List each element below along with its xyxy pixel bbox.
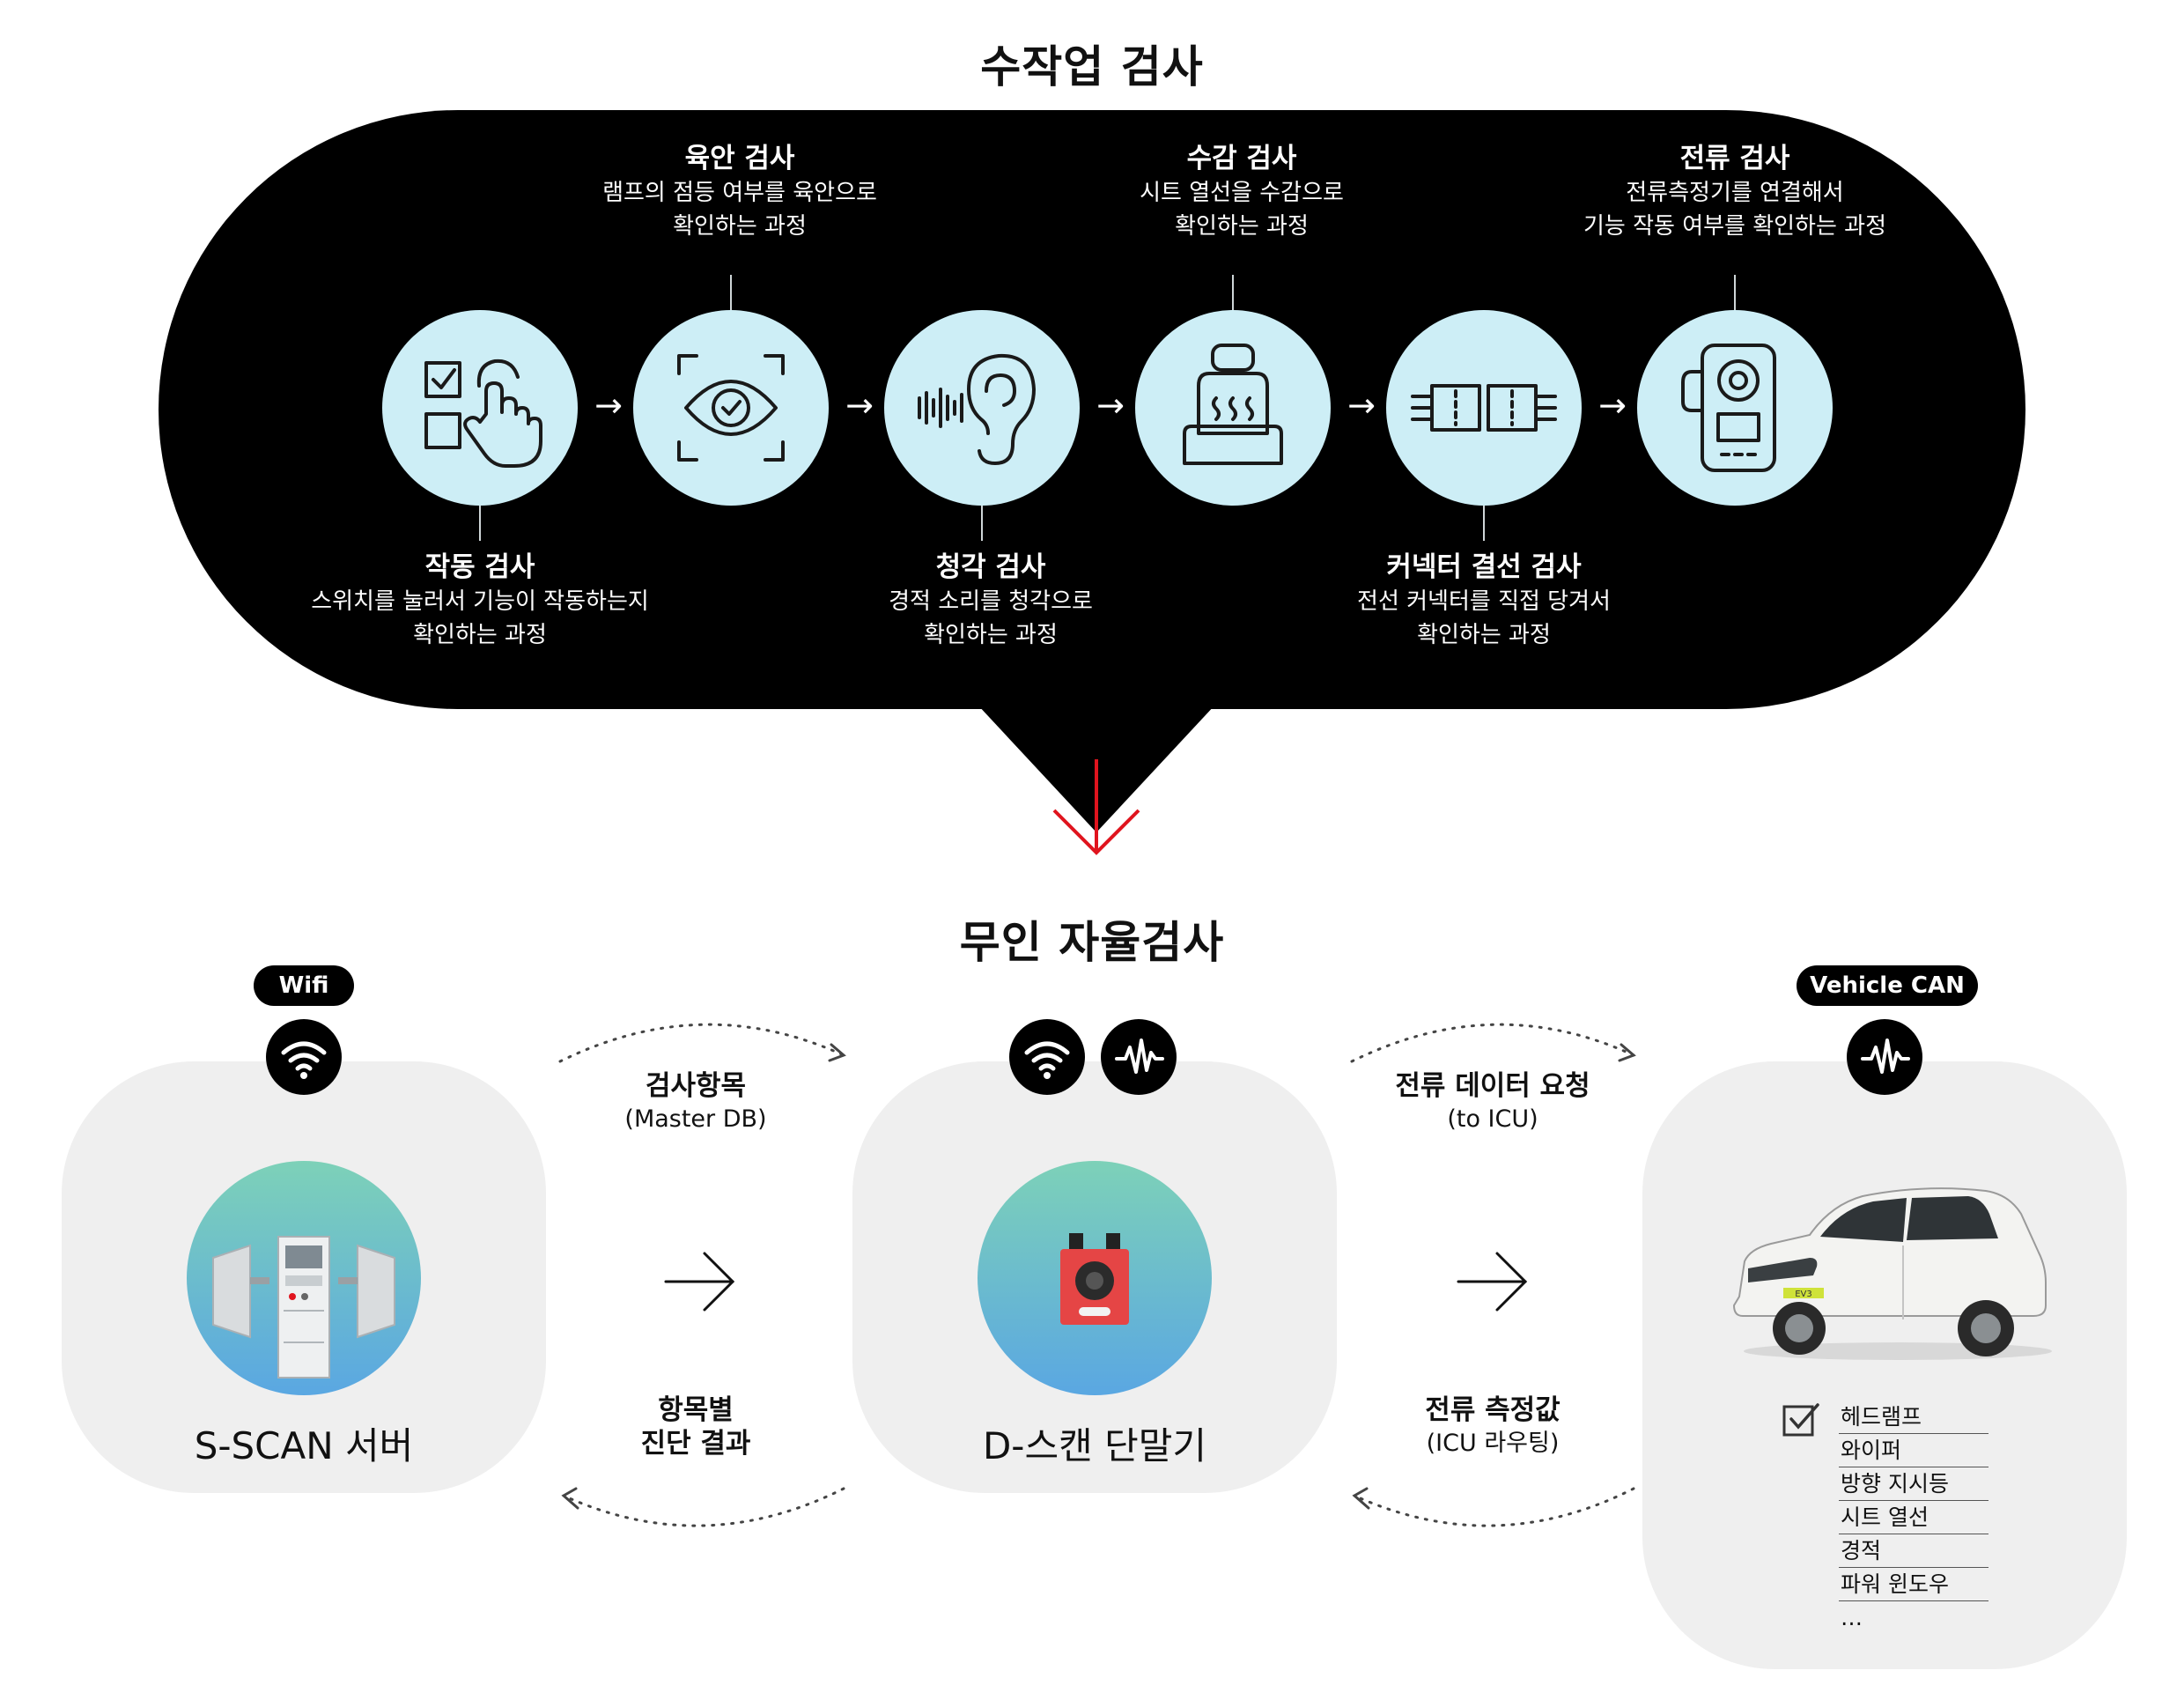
- checklist-item: 와이퍼: [1839, 1434, 1988, 1467]
- step-circle-touch: [1135, 310, 1331, 506]
- step-label-operation: 작동 검사 스위치를 눌러서 기능이 작동하는지 확인하는 과정: [251, 550, 709, 652]
- flow-sub: (to ICU): [1447, 1105, 1538, 1133]
- connector-icon: [1411, 384, 1557, 432]
- step-label-touch: 수감 검사 시트 열선을 수감으로 확인하는 과정: [1013, 141, 1471, 243]
- step-desc: 스위치를 눌러서 기능이 작동하는지: [311, 588, 649, 615]
- checklist-item: 방향 지시등: [1839, 1467, 1988, 1501]
- step-desc: 전선 커넥터를 직접 당겨서: [1357, 588, 1611, 615]
- eye-check-icon: [677, 354, 785, 462]
- step-desc: 확인하는 과정: [1175, 213, 1309, 240]
- label-connector-line: [981, 506, 983, 541]
- step-title: 청각 검사: [935, 551, 1046, 583]
- step-desc: 확인하는 과정: [924, 622, 1058, 648]
- step-desc: 시트 열선을 수감으로: [1140, 180, 1344, 206]
- flow-arrow: →: [594, 386, 623, 425]
- step-circle-operation: [382, 310, 578, 506]
- checklist-item: 경적: [1839, 1534, 1988, 1568]
- inspection-checklist: 헤드램프 와이퍼 방향 지시등 시트 열선 경적 파워 윈도우 …: [1839, 1401, 1988, 1634]
- label-connector-line: [1483, 506, 1485, 541]
- step-title: 수감 검사: [1186, 143, 1297, 174]
- vehicle-panel: [1642, 1061, 2127, 1669]
- server-image: [187, 1161, 421, 1395]
- signal-wave-icon: [1101, 1019, 1177, 1095]
- step-desc: 전류측정기를 연결해서: [1626, 180, 1844, 206]
- terminal-illustration: [1060, 1233, 1129, 1325]
- step-title: 커넥터 결선 검사: [1386, 551, 1582, 583]
- terminal-label: D-스캔 단말기: [982, 1424, 1207, 1467]
- wifi-icon: [266, 1019, 342, 1095]
- flow-label-current-measurement: 전류 측정값 (ICU 라우팅): [1347, 1393, 1638, 1460]
- terminal-image: [978, 1161, 1212, 1395]
- step-circle-current: [1637, 310, 1833, 506]
- server-label: S-SCAN 서버: [194, 1424, 414, 1467]
- step-label-current: 전류 검사 전류측정기를 연결해서 기능 작동 여부를 확인하는 과정: [1497, 141, 1973, 243]
- step-title: 작동 검사: [424, 551, 535, 583]
- step-desc: 확인하는 과정: [673, 213, 807, 240]
- step-desc: 기능 작동 여부를 확인하는 과정: [1583, 213, 1887, 240]
- step-circle-visual: [633, 310, 829, 506]
- step-label-connector: 커넥터 결선 검사 전선 커넥터를 직접 당겨서 확인하는 과정: [1251, 550, 1717, 652]
- flow-arcs: [558, 1023, 1636, 1527]
- switch-press-icon: [424, 358, 542, 468]
- flow-sub: (Master DB): [624, 1105, 767, 1133]
- flow-arrow: →: [1347, 386, 1376, 425]
- step-label-auditory: 청각 검사 경적 소리를 청각으로 확인하는 과정: [762, 550, 1220, 652]
- flow-label-diagnosis-results: 항목별 진단 결과: [564, 1393, 828, 1460]
- server-illustration: [212, 1236, 395, 1378]
- ear-icon: [918, 353, 1036, 465]
- flow-title: 전류 데이터 요청: [1395, 1070, 1590, 1102]
- checkbox-icon: [1782, 1403, 1819, 1437]
- vehicle-can-badge: Vehicle CAN: [1797, 965, 1978, 1006]
- label-connector-line: [730, 275, 732, 310]
- checklist-item: …: [1841, 1605, 1863, 1630]
- checklist-item: 파워 윈도우: [1839, 1568, 1988, 1601]
- flow-title: 진단 결과: [640, 1428, 751, 1460]
- vehicle-image: EV3: [1732, 1187, 2052, 1360]
- label-connector-line: [1232, 275, 1234, 310]
- svg-text:EV3: EV3: [1795, 1290, 1812, 1299]
- step-desc: 경적 소리를 청각으로: [889, 588, 1093, 615]
- flow-label-check-items: 검사항목 (Master DB): [564, 1069, 828, 1136]
- heated-seat-icon: [1183, 344, 1283, 465]
- current-meter-icon: [1681, 344, 1776, 472]
- checklist-item: 시트 열선: [1839, 1501, 1988, 1534]
- manual-inspection-title: 수작업 검사: [980, 41, 1204, 92]
- label-connector-line: [1734, 275, 1736, 310]
- flow-title: 검사항목: [645, 1070, 747, 1102]
- step-circle-auditory: [884, 310, 1080, 506]
- step-label-visual: 육안 검사 램프의 점등 여부를 육안으로 확인하는 과정: [511, 141, 969, 243]
- flow-sub: (ICU 라우팅): [1426, 1430, 1560, 1457]
- flow-title: 전류 측정값: [1425, 1394, 1561, 1426]
- step-desc: 확인하는 과정: [413, 622, 547, 648]
- step-desc: 램프의 점등 여부를 육안으로: [602, 180, 877, 206]
- step-title: 전류 검사: [1679, 143, 1790, 174]
- flow-arrow: →: [1096, 386, 1125, 425]
- step-title: 육안 검사: [684, 143, 795, 174]
- flow-arrow: →: [1598, 386, 1627, 425]
- wifi-icon: [1009, 1019, 1085, 1095]
- label-connector-line: [479, 506, 481, 541]
- flow-label-current-request: 전류 데이터 요청 (to ICU): [1347, 1069, 1638, 1136]
- wifi-badge: Wifi: [254, 965, 354, 1006]
- checklist-item: 헤드램프: [1839, 1401, 1988, 1434]
- step-circle-connector: [1386, 310, 1582, 506]
- signal-wave-icon: [1847, 1019, 1922, 1095]
- flow-arrow: →: [845, 386, 874, 425]
- step-desc: 확인하는 과정: [1417, 622, 1551, 648]
- auto-inspection-title: 무인 자율검사: [959, 917, 1225, 968]
- flow-title: 항목별: [658, 1394, 734, 1426]
